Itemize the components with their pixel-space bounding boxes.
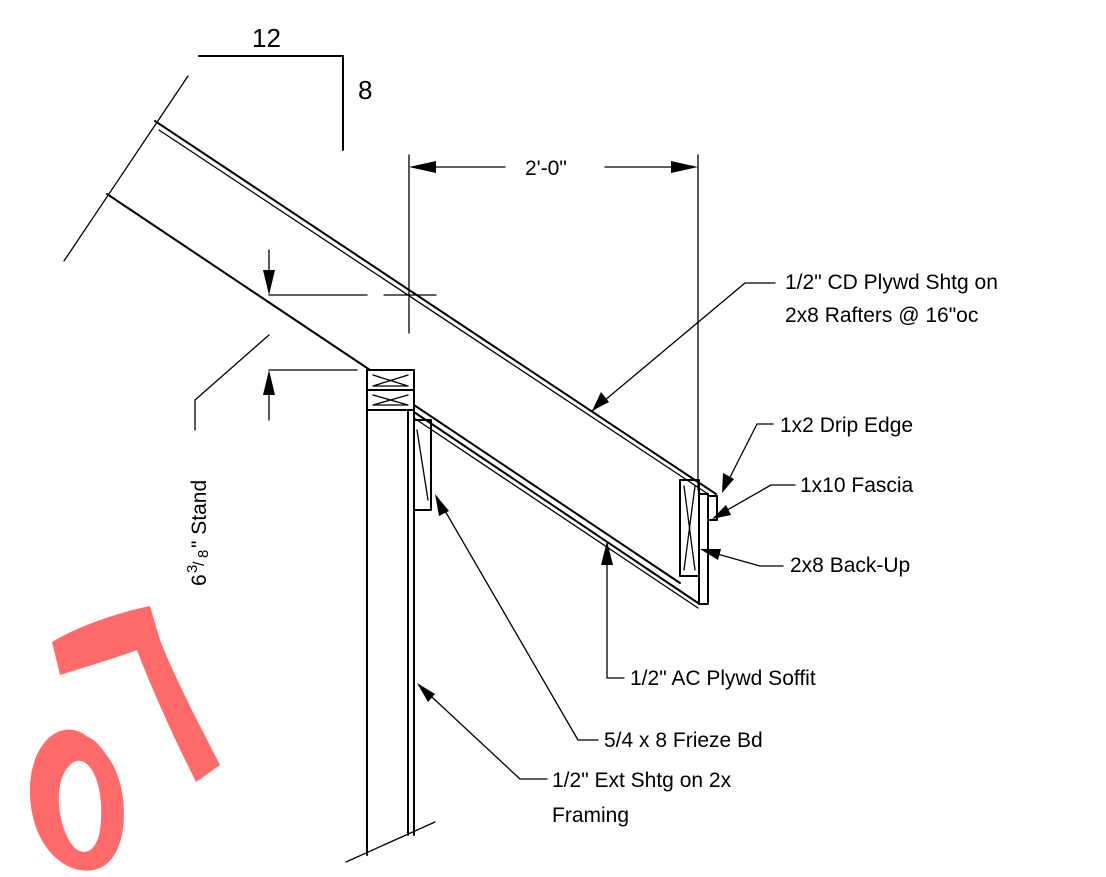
frieze-board: [413, 419, 432, 511]
pitch-symbol: 12 8: [198, 23, 372, 151]
ext-sheathing-label-line1: 1/2" Ext Shtg on 2x: [552, 769, 732, 792]
sheathing-label-line2: 2x8 Rafters @ 16"oc: [785, 304, 978, 327]
stand-label-whole: 6: [188, 574, 211, 586]
callout-soffit: 1/2" AC Plywd Soffit: [601, 541, 816, 690]
watermark-digit-seven: [52, 606, 220, 782]
callout-ext-sheathing: 1/2" Ext Shtg on 2x Framing: [417, 683, 732, 827]
stand-label-denominator: 8: [195, 550, 212, 558]
stand-dimension: 6 3 / 8 " Stand: [184, 249, 437, 586]
drip-edge: [707, 495, 718, 521]
callout-drip-edge: 1x2 Drip Edge: [722, 414, 913, 493]
roof-sheathing: [154, 120, 717, 495]
callout-frieze: 5/4 x 8 Frieze Bd: [435, 494, 763, 752]
rafter-tail-bottom: [413, 404, 681, 584]
soffit: [413, 411, 699, 609]
callout-backup: 2x8 Back-Up: [700, 549, 910, 577]
callout-sheathing: 1/2" CD Plywd Shtg on 2x8 Rafters @ 16"o…: [591, 271, 998, 412]
soffit-label: 1/2" AC Plywd Soffit: [630, 667, 816, 690]
watermark: [29, 606, 220, 871]
frieze-label: 5/4 x 8 Frieze Bd: [604, 729, 763, 752]
ext-sheathing-label-line2: Framing: [552, 804, 629, 827]
stand-label-numerator: 3: [184, 565, 201, 573]
backup-label: 2x8 Back-Up: [790, 554, 910, 577]
sheathing-label-line1: 1/2" CD Plywd Shtg on: [785, 271, 998, 294]
break-line: [63, 75, 189, 262]
drip-edge-label: 1x2 Drip Edge: [780, 414, 913, 437]
fascia-label: 1x10 Fascia: [800, 474, 914, 497]
overhang-label: 2'-0": [525, 157, 567, 180]
stand-label-suffix: " Stand: [188, 480, 211, 548]
top-plate: [366, 369, 415, 411]
callout-fascia: 1x10 Fascia: [712, 474, 914, 519]
pitch-rise-label: 8: [358, 75, 372, 105]
backup-block: [679, 479, 700, 577]
rafter-bottom-edge: [106, 193, 371, 371]
watermark-digit-zero: [29, 729, 124, 871]
overhang-dimension: 2'-0": [408, 154, 699, 491]
wall: [345, 369, 436, 863]
pitch-run-label: 12: [252, 23, 281, 53]
stand-label-slash: /: [191, 561, 208, 566]
